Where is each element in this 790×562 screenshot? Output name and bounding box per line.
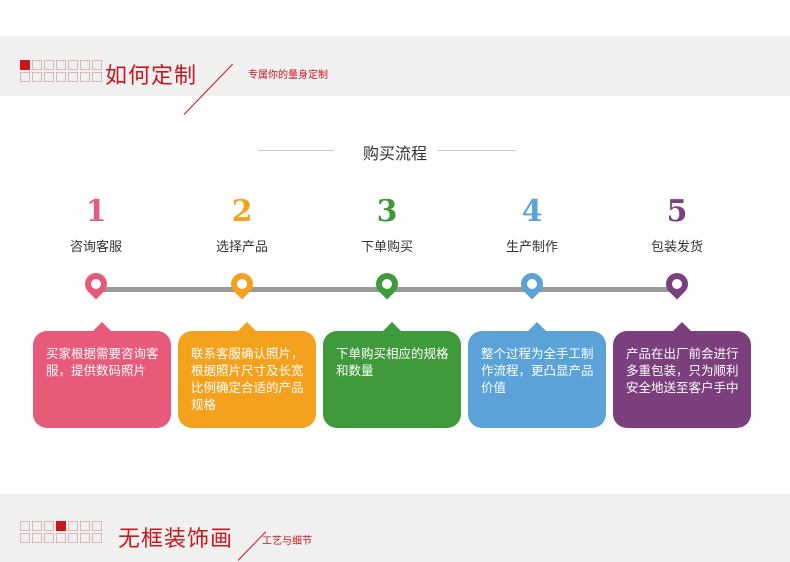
section-title: 如何定制	[105, 64, 198, 89]
step-3: 3 下单购买	[317, 194, 457, 255]
step-4: 4 生产制作	[462, 194, 602, 255]
grid-squares-icon	[20, 60, 102, 82]
section-subtitle: 工艺与细节	[262, 536, 312, 547]
step-card-3: 下单购买相应的规格和数量	[323, 322, 461, 428]
step-2: 2 选择产品	[172, 194, 312, 255]
step-label: 选择产品	[215, 240, 268, 255]
map-pin-icon	[80, 268, 112, 300]
card-text: 下单购买相应的规格和数量	[336, 346, 449, 378]
section-header-frameless: 无框装饰画 工艺与细节	[0, 494, 790, 562]
step-card-4: 整个过程为全手工制作流程，更凸显产品价值	[468, 322, 606, 428]
map-pin-icon	[516, 268, 548, 300]
step-card-5: 产品在出厂前会进行多重包装，只为顺利安全地送至客户手中	[613, 322, 751, 428]
heading-line-left	[258, 150, 334, 151]
step-number: 2	[231, 194, 253, 229]
step-number: 3	[376, 194, 398, 229]
step-number: 5	[666, 194, 688, 229]
step-card-2: 联系客服确认照片，根据照片尺寸及长宽比例确定合适的产品规格	[178, 322, 316, 428]
card-text: 联系客服确认照片，根据照片尺寸及长宽比例确定合适的产品规格	[191, 346, 304, 412]
section-header-custom: 如何定制 专属你的量身定制	[0, 36, 790, 115]
step-label: 生产制作	[505, 240, 558, 255]
step-card-1: 买家根据需要咨询客服，提供数码照片	[33, 322, 171, 428]
step-1: 1 咨询客服	[26, 194, 166, 255]
map-pin-icon	[661, 268, 693, 300]
section-title: 无框装饰画	[118, 527, 234, 552]
card-text: 整个过程为全手工制作流程，更凸显产品价值	[481, 346, 594, 395]
card-text: 产品在出厂前会进行多重包装，只为顺利安全地送至客户手中	[626, 346, 739, 395]
step-number: 1	[85, 194, 107, 229]
grid-squares-icon	[20, 521, 102, 543]
section-subtitle: 专属你的量身定制	[248, 70, 328, 81]
map-pin-icon	[371, 268, 403, 300]
step-label: 下单购买	[360, 240, 413, 255]
step-5: 5 包装发货	[607, 194, 747, 255]
map-pin-icon	[226, 268, 258, 300]
step-number: 4	[521, 194, 543, 229]
step-label: 包装发货	[650, 240, 703, 255]
step-label: 咨询客服	[69, 240, 122, 255]
process-heading: 购买流程	[362, 144, 427, 163]
card-text: 买家根据需要咨询客服，提供数码照片	[46, 346, 159, 378]
heading-line-right	[438, 150, 516, 151]
